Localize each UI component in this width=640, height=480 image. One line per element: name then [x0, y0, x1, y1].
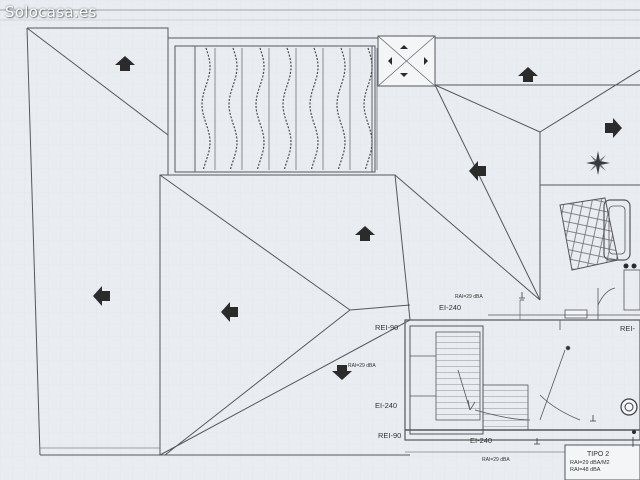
tipo-line-2: RAI=48 dBA [570, 467, 601, 473]
lamp-icon [620, 398, 638, 434]
slope-arrow-left-icon [469, 161, 486, 181]
tipo-line-1: RAI=29 dBA/M2 [570, 460, 610, 466]
slope-arrow-down-icon [332, 365, 352, 380]
skylight-panel [174, 45, 378, 173]
slope-arrow-up-icon [518, 67, 538, 82]
label-ei240-top: EI-240 [439, 303, 461, 312]
label-ei240-bottom: EI-240 [470, 436, 492, 445]
label-rei-right: REI- [620, 324, 636, 333]
slope-arrow-left-icon [93, 286, 110, 306]
tipo-title: TIPO 2 [587, 451, 609, 458]
tipo-label-box: TIPO 2 RAI=29 dBA/M2 RAI=48 dBA [564, 444, 640, 480]
label-rai-top: RAI=29 dBA [455, 294, 483, 300]
label-rai-bottom: RAI=29 dBA [482, 457, 510, 463]
slope-arrows [93, 56, 622, 380]
stair-core [404, 269, 640, 453]
slope-arrow-left-icon [221, 302, 238, 322]
watermark: Solocasa.es [5, 3, 97, 21]
slope-arrow-up-icon [115, 56, 135, 71]
label-rei90-top: REI-90 [375, 323, 398, 332]
slope-arrow-up-icon [355, 226, 375, 241]
label-rai-left: RAI=29 dBA [348, 363, 376, 369]
label-rei90-bottom: REI-90 [378, 431, 401, 440]
solar-panel-icon [559, 197, 637, 271]
compass-star-icon [586, 151, 610, 175]
label-ei240-mid: EI-240 [375, 401, 397, 410]
wall-labels: REI-90 EI-240 EI-240 REI-90 EI-240 REI- … [348, 294, 636, 463]
electrical-marks [519, 292, 634, 447]
skylight-vent-icon [377, 35, 436, 87]
roof-outline [26, 27, 640, 456]
slope-arrow-right-icon [605, 118, 622, 138]
